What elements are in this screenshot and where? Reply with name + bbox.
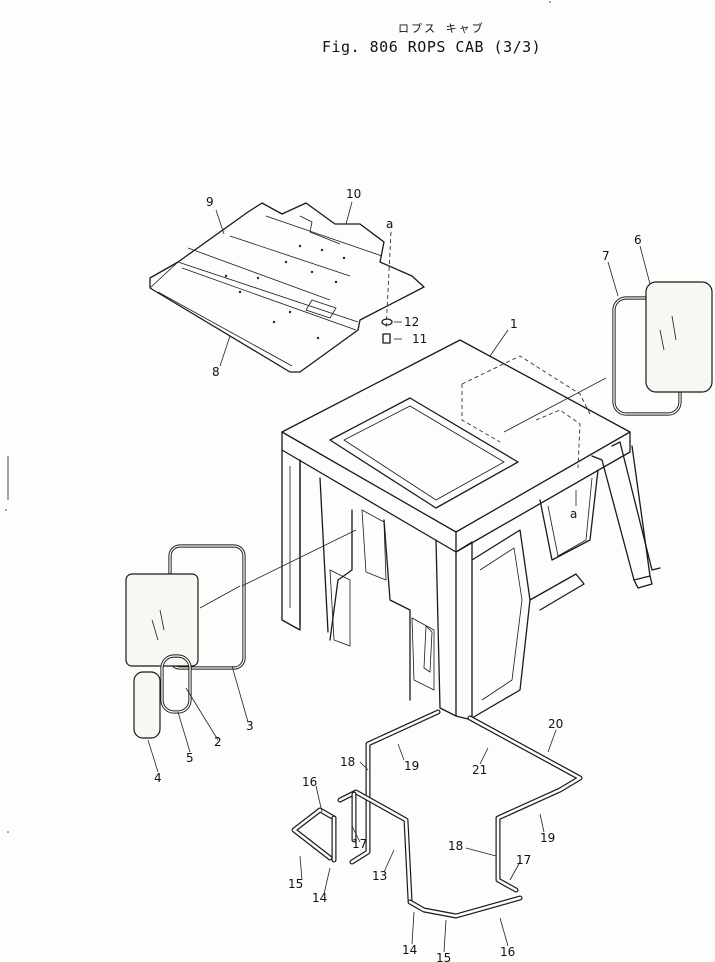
callout-7: 7 xyxy=(602,249,610,263)
callout-labels: 1 2 3 4 5 6 7 8 9 10 11 12 13 14 14 15 1… xyxy=(154,187,642,962)
callout-18-right: 18 xyxy=(448,839,463,853)
leader-lines xyxy=(147,201,651,953)
callout-14-left: 14 xyxy=(312,891,327,905)
left-window-glass xyxy=(125,573,199,667)
callout-16-bottom: 16 xyxy=(500,945,515,959)
callout-11: 11 xyxy=(412,332,427,346)
bolt-and-washer xyxy=(381,231,402,344)
callout-17-right: 17 xyxy=(516,853,531,867)
callout-19-left: 19 xyxy=(404,759,419,773)
callout-9: 9 xyxy=(206,195,214,209)
handrail-tubing xyxy=(291,709,583,919)
reference-a-side: a xyxy=(570,507,577,521)
scan-marks xyxy=(5,1,551,833)
callout-1: 1 xyxy=(510,317,518,331)
callout-18-left: 18 xyxy=(340,755,355,769)
callout-21: 21 xyxy=(472,763,487,777)
callout-10: 10 xyxy=(346,187,361,201)
roof-panel-assembly xyxy=(149,202,425,373)
callout-4: 4 xyxy=(154,771,162,785)
callout-6: 6 xyxy=(634,233,642,247)
callout-20: 20 xyxy=(548,717,563,731)
callout-15-left: 15 xyxy=(288,877,303,891)
title-japanese: ロプス キャブ xyxy=(398,22,485,35)
figure-title: Fig. 806 ROPS CAB (3/3) xyxy=(322,38,542,56)
callout-8: 8 xyxy=(212,365,220,379)
callout-3: 3 xyxy=(246,719,254,733)
callout-2: 2 xyxy=(214,735,222,749)
callout-19-right: 19 xyxy=(540,831,555,845)
cab-frame xyxy=(281,339,661,721)
small-window-glass xyxy=(133,671,161,739)
callout-12: 12 xyxy=(404,315,419,329)
right-window-glass xyxy=(645,281,713,393)
callout-16-left: 16 xyxy=(302,775,317,789)
callout-15-bottom: 15 xyxy=(436,951,451,962)
callout-13: 13 xyxy=(372,869,387,883)
small-window-seal xyxy=(160,654,192,714)
callout-5: 5 xyxy=(186,751,194,765)
callout-14-bottom: 14 xyxy=(402,943,417,957)
roof-bolt-holes xyxy=(224,244,346,340)
reference-a-top: a xyxy=(386,217,393,231)
callout-17-left: 17 xyxy=(352,837,367,851)
